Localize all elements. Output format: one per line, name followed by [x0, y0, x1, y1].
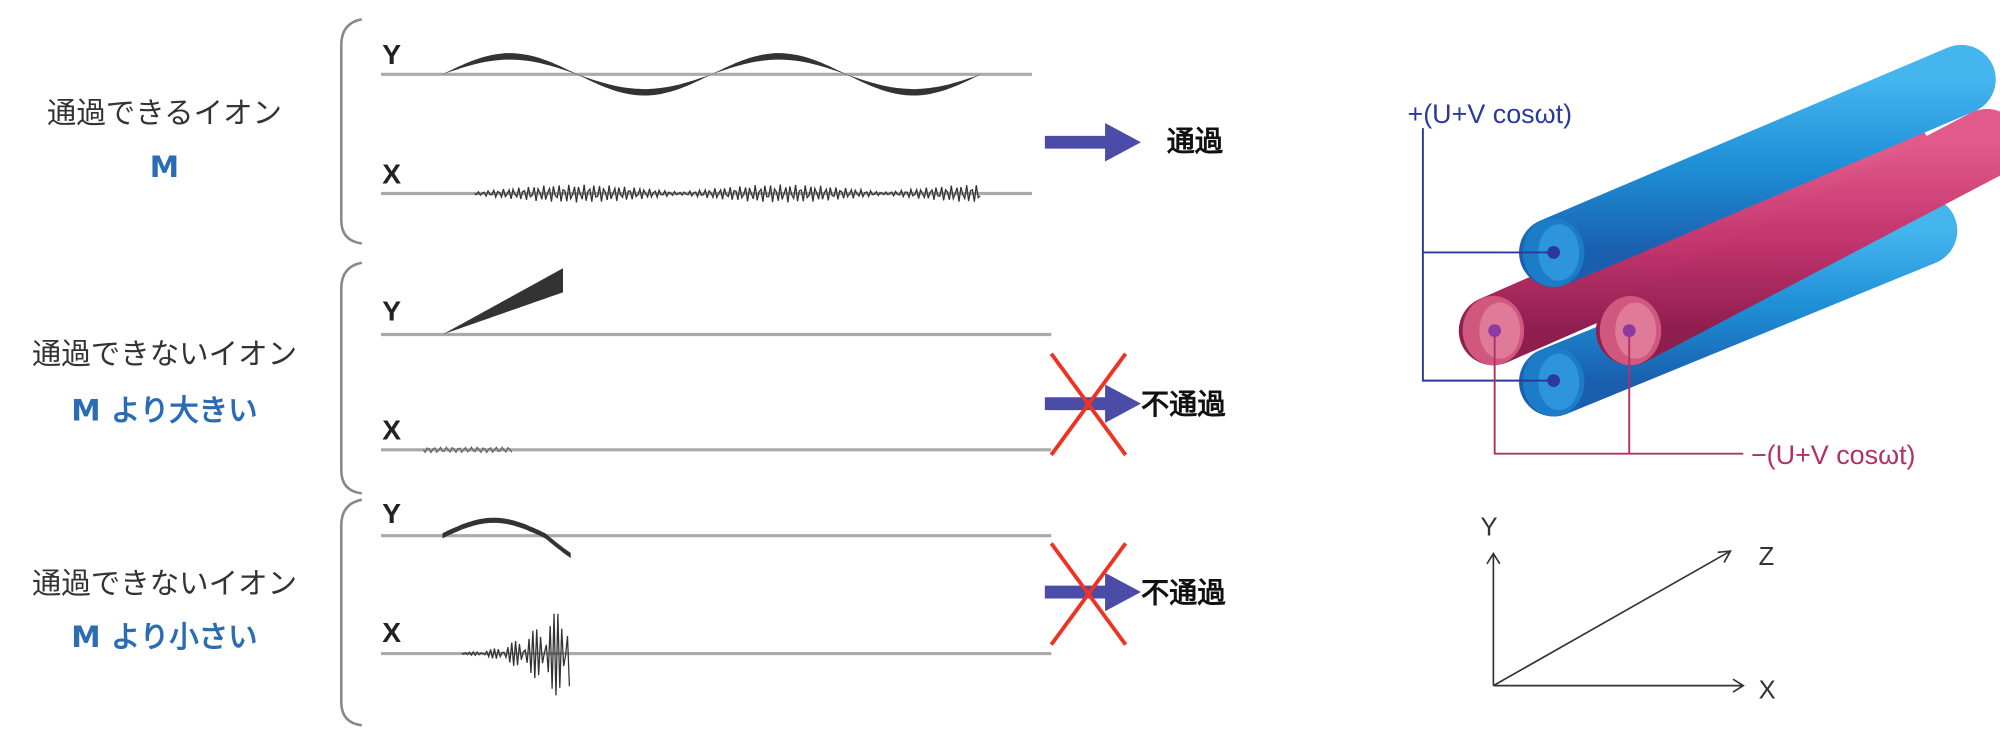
trace-3-y-wave: [442, 517, 571, 559]
trace-2-x-label: X: [382, 414, 401, 446]
trace-2-y-label: Y: [382, 294, 401, 326]
positive-wiring: [1421, 128, 1554, 382]
trace-2-y-wave: [442, 268, 564, 335]
group-2-mass: M より大きい: [71, 393, 257, 427]
trace-3-x-wave: [461, 613, 571, 696]
bracket-1: [340, 17, 363, 245]
arrow-pass: [1044, 123, 1141, 162]
group-1-mass: M: [150, 150, 179, 184]
axis-label-y: Y: [1481, 514, 1498, 542]
result-pass: 通過: [1167, 125, 1224, 158]
cross-icon-2: [1049, 542, 1128, 646]
group-3-label: 通過できないイオン: [32, 566, 297, 600]
trace-baselines: [381, 72, 1052, 656]
rod-blue-top: [1519, 44, 1996, 288]
trace-1-y-label: Y: [382, 38, 401, 70]
trace-1-x-label: X: [382, 157, 401, 189]
trace-3-x-label: X: [382, 616, 401, 648]
trace-1-x-wave: [474, 184, 981, 203]
negative-wiring: [1493, 330, 1744, 455]
group-2-label: 通過できないイオン: [32, 337, 297, 371]
trace-3-y-label: Y: [382, 497, 401, 529]
arrow-blocked-1: [1044, 384, 1141, 423]
axis-label-x: X: [1759, 676, 1776, 704]
positive-voltage-label: +(U+V cosωt): [1408, 99, 1573, 129]
group-3-mass: M より小さい: [71, 620, 257, 654]
quadrupole-rods: [1458, 44, 2000, 417]
result-blocked-2: 不通過: [1141, 576, 1226, 609]
cross-icon-1: [1049, 352, 1128, 457]
bracket-2: [340, 261, 363, 495]
arrow-blocked-2: [1044, 572, 1141, 612]
group-1-label: 通過できるイオン: [47, 96, 282, 130]
result-blocked-1: 不通過: [1141, 388, 1226, 421]
trace-1-y-wave: [442, 53, 981, 96]
bracket-3: [340, 498, 363, 727]
negative-voltage-label: −(U+V cosωt): [1751, 440, 1916, 470]
axis-label-z: Z: [1759, 543, 1775, 571]
coordinate-axes: [1486, 550, 1745, 693]
trace-2-x-wave: [422, 445, 513, 454]
